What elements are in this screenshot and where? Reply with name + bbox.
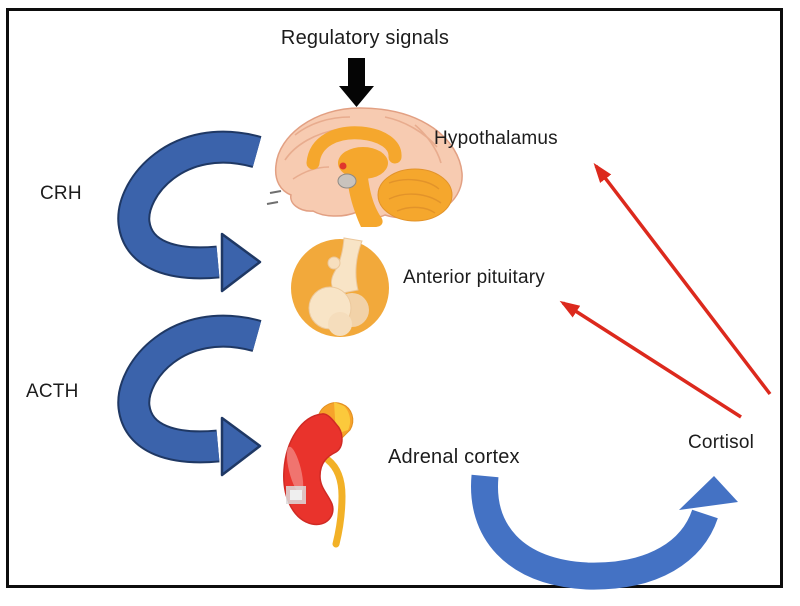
corpus-callosum-shape: [306, 126, 402, 170]
acth-arrow-shaft: [119, 316, 261, 462]
black-down-arrow-icon: [339, 58, 374, 107]
brain-icon: [266, 107, 463, 227]
stray-mark: [266, 201, 279, 205]
gyrus-line: [414, 124, 442, 164]
acth-curved-arrow-icon: [117, 314, 262, 477]
crh-arrow-shaft: [119, 132, 261, 278]
cerebellum-line: [396, 206, 436, 214]
gyrus-line: [294, 116, 351, 136]
watermark-square-inner: [290, 490, 302, 500]
gyrus-line: [292, 166, 330, 180]
cerebellum-line: [388, 193, 442, 204]
diagram-border-frame: [6, 8, 783, 588]
cortisol-curved-arrow-icon: [471, 474, 738, 590]
cortisol-arrow-shaft: [471, 474, 718, 590]
gyrus-line: [384, 116, 438, 148]
crh-arrow-head: [220, 232, 262, 293]
pituitary-stalk-bump: [327, 256, 341, 270]
acth-label: ACTH: [26, 381, 79, 402]
pons-gray-shape: [337, 173, 357, 189]
pituitary-lower-lobe: [328, 312, 352, 336]
adrenal-cortex-label: Adrenal cortex: [388, 446, 520, 468]
cortisol-label: Cortisol: [688, 432, 755, 453]
black-down-arrow-shape: [339, 58, 374, 107]
feedback-arrows-icon: [559, 162, 772, 419]
acth-arrow-head: [220, 416, 262, 477]
anterior-pituitary-label: Anterior pituitary: [403, 267, 545, 288]
cortisol-to-hypothalamus-arrow: [593, 162, 772, 396]
crh-curved-arrow-icon: [117, 130, 262, 293]
crh-label: CRH: [40, 183, 82, 204]
cortisol-to-pituitary-arrow: [559, 300, 742, 419]
stray-mark: [269, 190, 282, 194]
cerebellum-line: [388, 178, 440, 190]
kidney-highlight: [286, 446, 304, 494]
pituitary-icon: [291, 237, 389, 337]
cerebellum-shape: [377, 168, 453, 222]
hypothalamus-label: Hypothalamus: [434, 128, 558, 149]
regulatory-signals-label: Regulatory signals: [280, 27, 450, 49]
hypothalamus-dot: [339, 162, 347, 170]
kidney-icon: [283, 402, 354, 548]
cortisol-arrow-head: [679, 476, 738, 510]
ureter-shape: [324, 456, 346, 548]
